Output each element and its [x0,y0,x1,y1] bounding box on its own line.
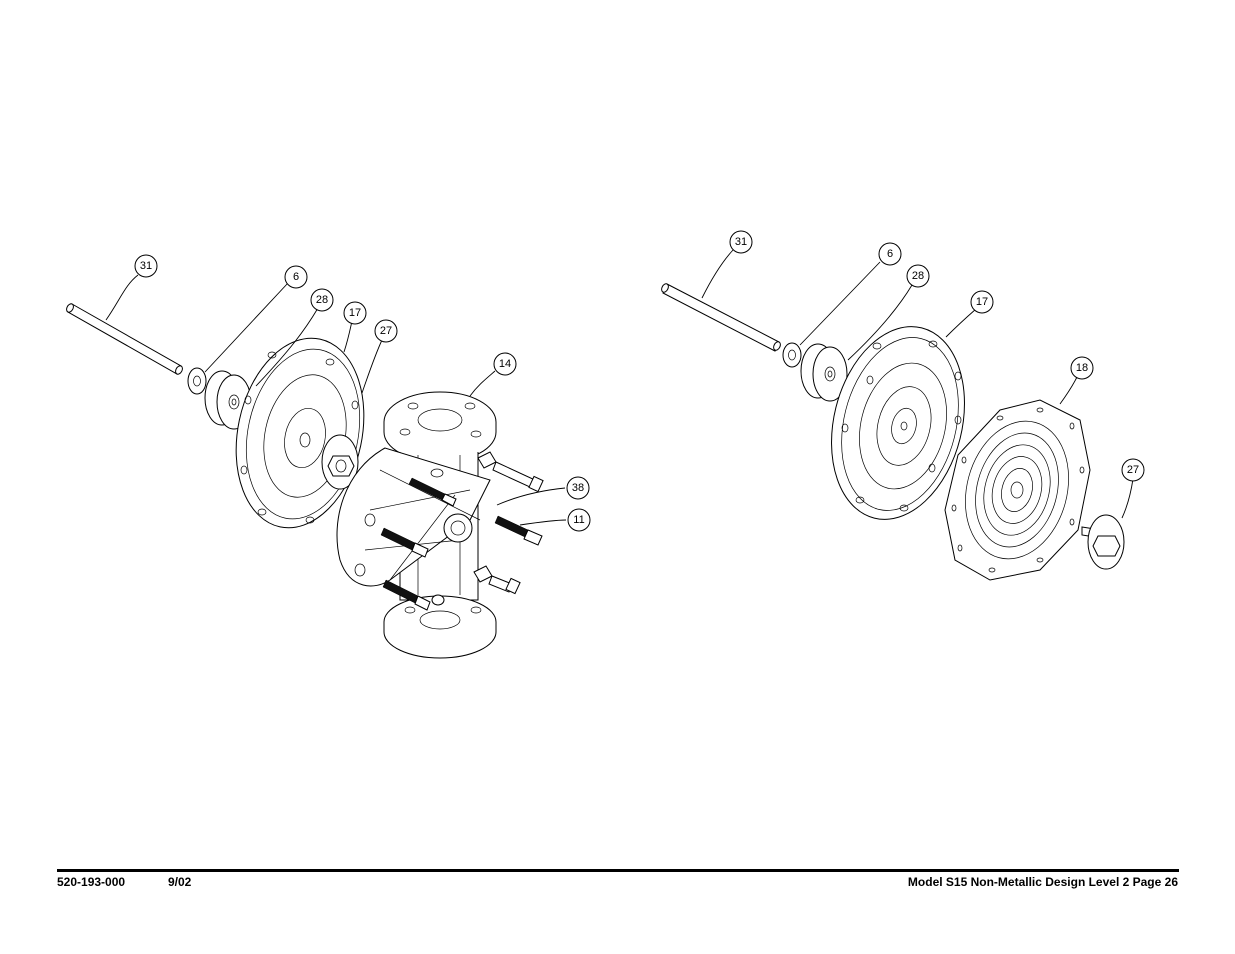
left-outer-plate [321,434,359,490]
right-callout-18: 18 [1070,356,1094,380]
svg-text:27: 27 [380,325,392,337]
left-washer [187,367,207,395]
right-shaft [661,283,781,352]
left-leaders [105,274,567,526]
svg-text:18: 18 [1076,362,1088,374]
right-callout-17: 17 [970,290,994,314]
svg-text:38: 38 [572,482,584,494]
svg-text:14: 14 [499,358,511,370]
right-callout-28: 28 [906,264,930,288]
svg-text:6: 6 [293,271,299,283]
left-callout-38: 38 [566,476,590,500]
right-outer-plate [1081,514,1125,570]
svg-text:17: 17 [349,307,361,319]
right-washer [782,342,802,368]
left-callout-11: 11 [567,508,591,532]
footer-rule [57,869,1179,872]
svg-text:31: 31 [140,260,152,272]
right-diaphragm [831,326,965,520]
svg-text:28: 28 [316,294,328,306]
right-callout-27: 27 [1121,458,1145,482]
left-shaft [66,303,183,375]
right-callout-31: 31 [729,230,753,254]
left-assembly: 31 6 28 17 27 14 38 11 [66,254,591,659]
left-callout-31: 31 [134,254,158,278]
right-inner-plate [800,343,848,402]
left-bolts [380,451,544,611]
left-callout-27: 27 [374,319,398,343]
svg-text:11: 11 [573,514,584,526]
right-callout-6: 6 [878,242,902,266]
right-backup-diaphragm [944,399,1091,581]
svg-text:27: 27 [1127,464,1139,476]
left-center-body [336,391,497,659]
svg-text:28: 28 [912,270,924,282]
doc-number: 520-193-000 [57,875,126,889]
right-leaders [701,249,1134,519]
right-assembly: 31 6 28 17 18 27 [661,230,1145,581]
svg-text:31: 31 [735,236,747,248]
page-info: Model S15 Non-Metallic Design Level 2 Pa… [907,875,1178,889]
svg-text:6: 6 [887,248,893,260]
doc-date: 9/02 [168,875,192,889]
left-callout-28: 28 [310,288,334,312]
left-callout-17: 17 [343,301,367,325]
svg-text:17: 17 [976,296,988,308]
left-callout-14: 14 [493,352,517,376]
left-callout-6: 6 [284,265,308,289]
